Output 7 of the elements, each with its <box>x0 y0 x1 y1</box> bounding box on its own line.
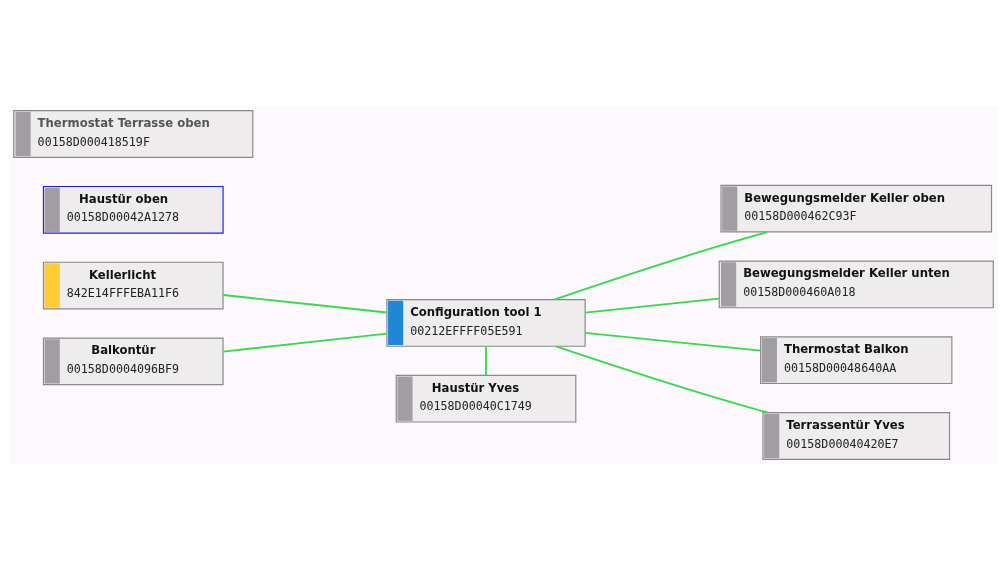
connector <box>555 344 769 414</box>
connector <box>222 332 388 353</box>
connector <box>584 297 720 314</box>
connector <box>584 331 762 352</box>
connector <box>222 293 388 313</box>
connector <box>485 344 487 376</box>
connector <box>553 230 769 300</box>
